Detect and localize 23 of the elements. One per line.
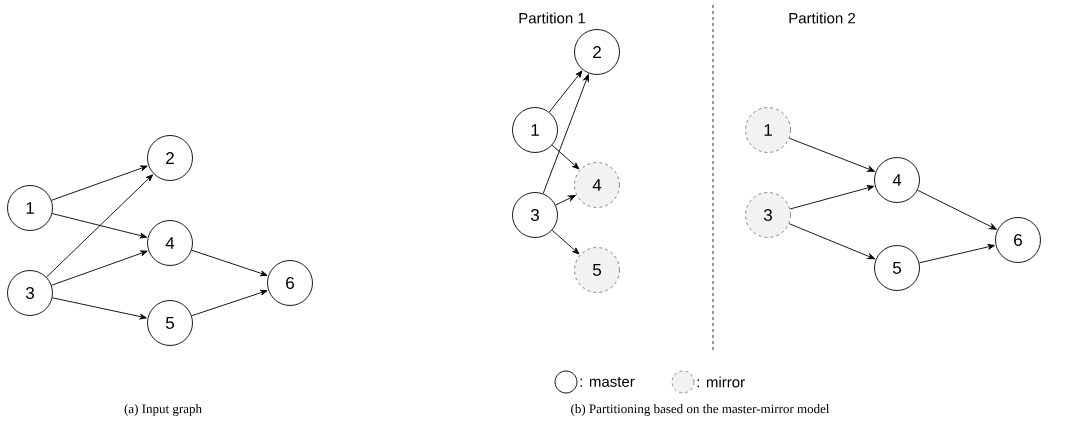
partition-heading: Partition 2 <box>789 12 855 24</box>
arrow <box>51 213 147 239</box>
arrow <box>191 249 268 277</box>
arrow <box>788 137 875 172</box>
arrow <box>548 70 583 113</box>
arrow <box>191 289 268 317</box>
legend-text: : mirror <box>697 376 745 388</box>
arrow <box>51 165 148 201</box>
arrow <box>551 144 580 170</box>
arrow <box>555 195 576 206</box>
arrow <box>542 74 589 194</box>
caption: (a) Input graph <box>124 404 202 416</box>
arrow <box>46 174 154 278</box>
arrow <box>789 185 875 210</box>
arrow <box>52 297 147 320</box>
partition-heading: Partition 1 <box>519 12 585 24</box>
legend-text: : master <box>580 377 635 387</box>
caption: (b) Partitioning based on the master-mirror model <box>571 404 830 416</box>
arrow <box>551 229 580 255</box>
arrow <box>917 189 997 230</box>
arrow <box>788 223 876 260</box>
arrow <box>51 250 148 286</box>
arrow <box>918 244 995 264</box>
